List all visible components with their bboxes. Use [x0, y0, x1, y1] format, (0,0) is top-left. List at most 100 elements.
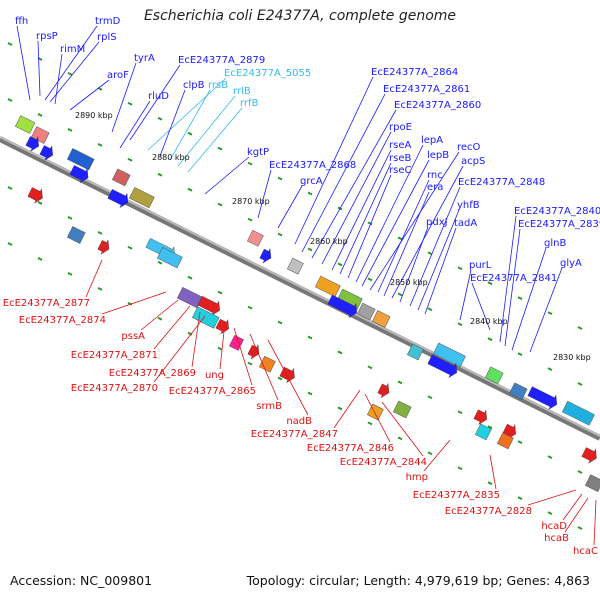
gene-block [366, 403, 384, 421]
leader-line [527, 489, 577, 506]
leader-line [219, 321, 226, 370]
gene-block [474, 423, 492, 441]
map-title: Escherichia coli E24377A, complete genom… [143, 8, 457, 24]
leader-line [249, 333, 279, 401]
leader-line [153, 315, 206, 383]
tick-dash [367, 421, 373, 426]
leader-line [119, 100, 151, 149]
tick-dash [367, 221, 373, 226]
leader-line [111, 62, 137, 133]
leader-line [381, 401, 424, 457]
gene-arrow [197, 295, 220, 316]
leader-line [471, 282, 491, 331]
tick-dash [337, 350, 343, 355]
kbp-label: 2860 kbp [310, 237, 348, 246]
gene-label: ung [205, 370, 224, 381]
gene-label: grcA [300, 176, 323, 187]
tick-dash [517, 496, 523, 501]
tick-dash [517, 296, 523, 301]
gene-arrow [25, 136, 39, 152]
tick-dash [577, 526, 583, 530]
gene-label: EcE24377A_2847 [251, 429, 338, 440]
tick-dash [457, 266, 463, 271]
leader-line [529, 267, 563, 353]
gene-arrow [427, 354, 458, 378]
gene-label: tadA [454, 218, 477, 229]
gene-label: EcE24377A_2865 [169, 386, 256, 397]
gene-label: purL [469, 260, 492, 271]
tick-dash [427, 251, 433, 256]
tick-dash [67, 127, 73, 132]
gene-label: EcE24377A_2861 [383, 84, 470, 95]
gene-label: acpS [461, 156, 485, 167]
gene-block [484, 366, 504, 385]
leader-line [399, 226, 429, 303]
gene-arrow [215, 318, 229, 335]
gene-label: EcE24377A_2839 [518, 219, 600, 230]
tick-dash [187, 187, 193, 192]
leader-line [377, 179, 430, 293]
gene-block [356, 302, 376, 321]
gene-label: EcE24377A_2877 [3, 298, 90, 309]
leader-line [153, 305, 191, 350]
tick-dash [307, 335, 313, 340]
gene-label: rpsP [36, 31, 58, 42]
tick-dash [457, 466, 463, 471]
tick-dash [217, 290, 223, 295]
gene-block [66, 148, 95, 171]
tick-dash [337, 262, 343, 267]
leader-line [44, 25, 98, 101]
leader-line [459, 269, 472, 321]
tick-dash [367, 365, 373, 370]
gene-block [406, 343, 424, 361]
gene-label: hcaB [544, 533, 569, 544]
gene-arrow [279, 366, 295, 384]
tick-dash [487, 425, 493, 430]
tick-dash [577, 326, 583, 330]
leader-line [140, 299, 179, 331]
accession-text: Accession: NC_009801 [10, 573, 153, 588]
gene-block [246, 229, 264, 247]
gene-label: EcE24377A_2860 [394, 100, 481, 111]
gene-block [392, 400, 412, 419]
tick-dash [487, 481, 493, 486]
leader-line [169, 89, 211, 161]
gene-block [496, 432, 514, 450]
leader-line [339, 162, 392, 275]
gene-label: EcE24377A_2864 [371, 67, 458, 78]
leader-line [504, 228, 521, 347]
leader-line [423, 439, 451, 472]
label-leader-lines [16, 25, 597, 546]
gene-label: pssA [121, 331, 145, 342]
leader-line [369, 151, 460, 291]
leader-line [355, 144, 424, 283]
gene-label: EcE24377A_2874 [19, 315, 106, 326]
gene-label: rrsB [208, 80, 228, 91]
tick-dash [217, 202, 223, 207]
tick-dash [127, 101, 133, 106]
gene-block [371, 310, 391, 328]
leader-line [331, 149, 392, 271]
kbp-label: 2850 kbp [390, 278, 428, 287]
tick-dash [247, 305, 253, 310]
tick-dash [577, 470, 583, 474]
leader-line [159, 89, 186, 157]
leader-line [489, 454, 497, 490]
leader-line [129, 64, 181, 141]
leader-line [37, 40, 41, 97]
leader-line [16, 25, 31, 101]
gene-arrow [39, 145, 53, 161]
gene-label: lepB [427, 150, 449, 161]
genome-backbone [0, 136, 600, 441]
tick-dash [547, 455, 553, 459]
gene-label: clpB [183, 80, 205, 91]
gene-label: hcaC [573, 546, 598, 557]
leader-line [85, 259, 103, 298]
tick-dash [37, 257, 43, 261]
leader-line [311, 109, 397, 259]
tick-dash [277, 320, 283, 325]
gene-label: recO [457, 142, 481, 153]
gene-block [508, 382, 528, 401]
leader-line [204, 156, 250, 195]
